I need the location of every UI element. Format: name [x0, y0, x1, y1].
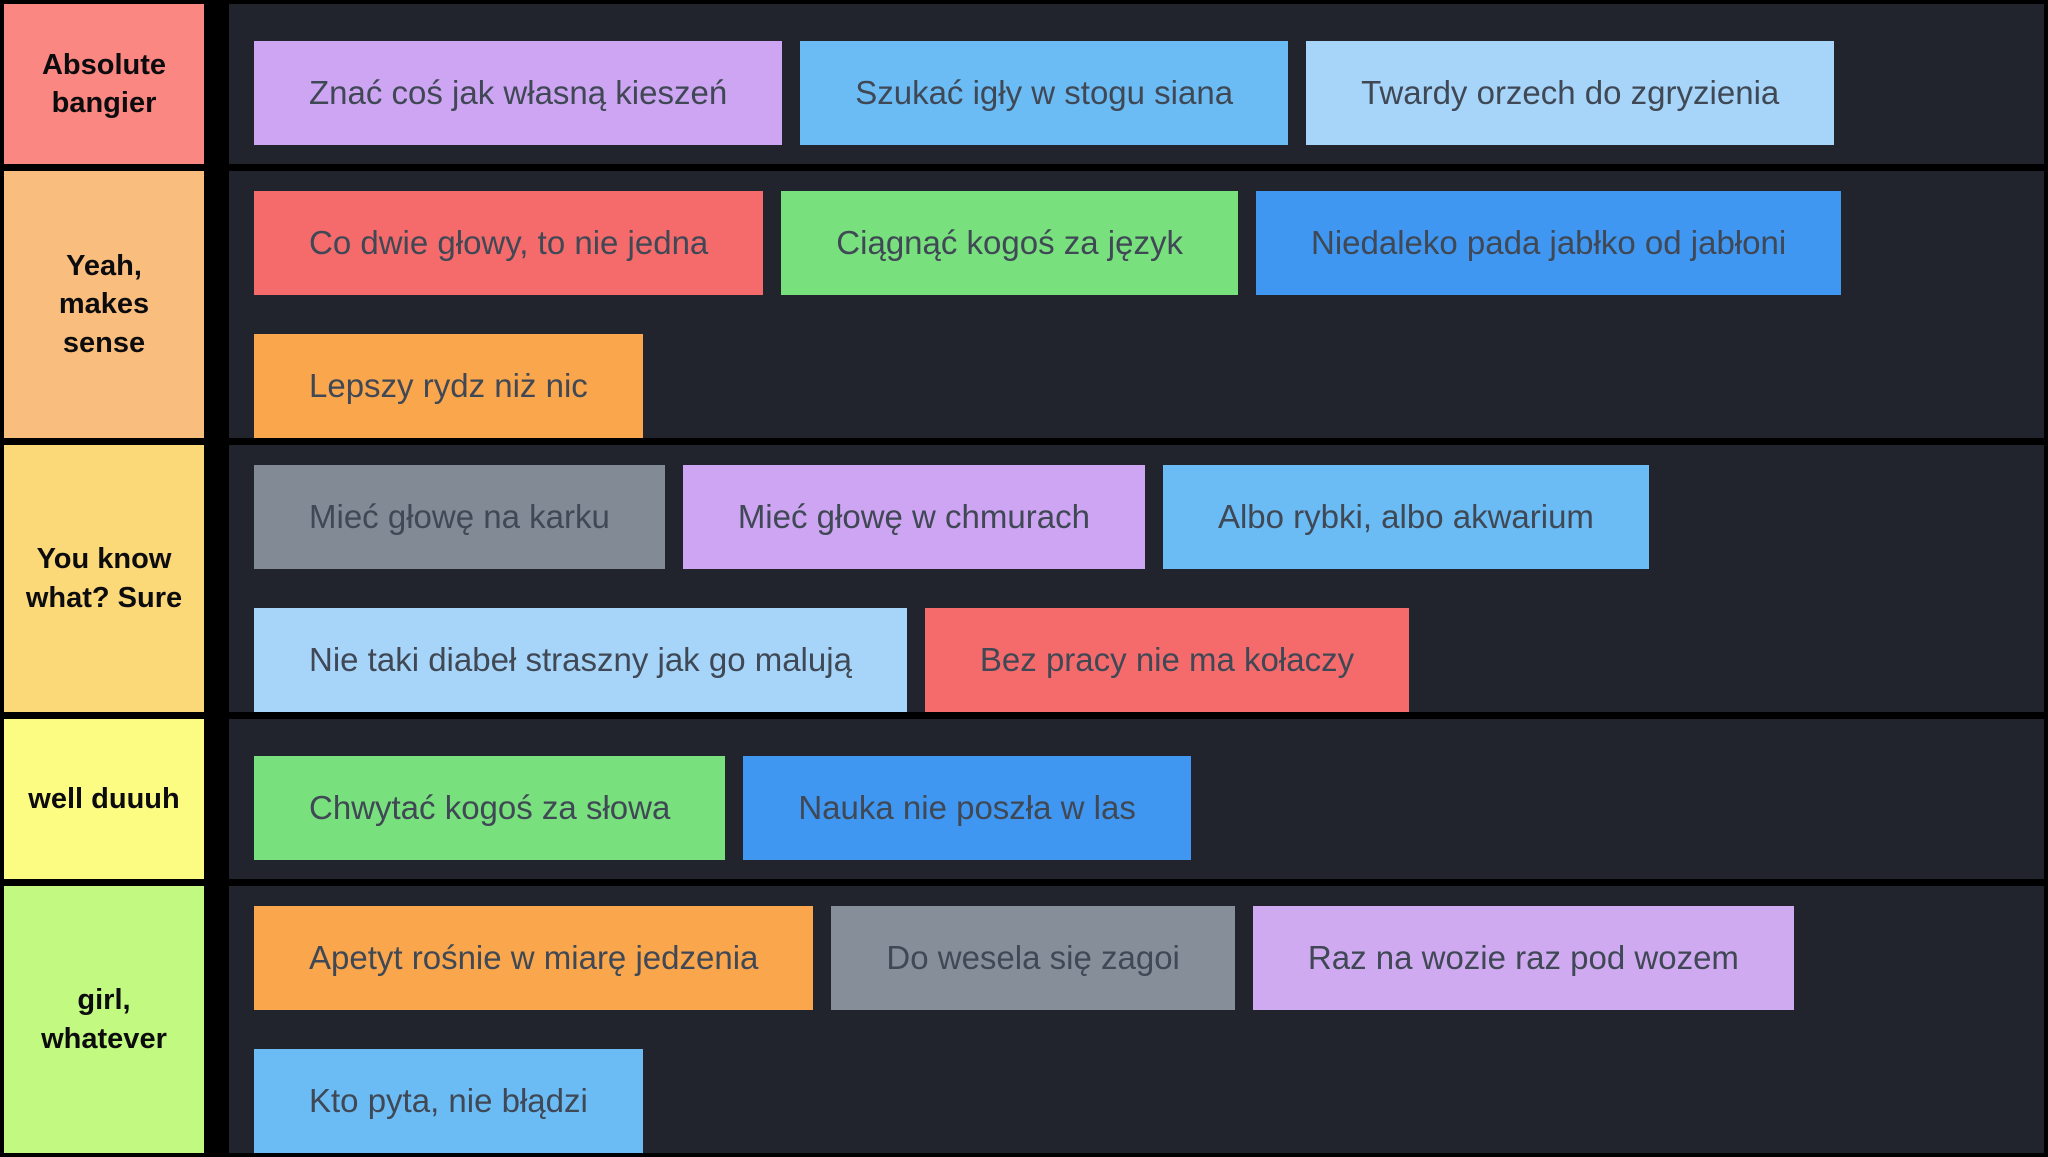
- proverb-card[interactable]: Lepszy rydz niż nic: [254, 334, 643, 438]
- tier-divider: [204, 719, 229, 879]
- proverb-card[interactable]: Znać coś jak własną kieszeń: [254, 41, 783, 145]
- tier-row: Yeah, makes sense Co dwie głowy, to nie …: [4, 171, 2044, 445]
- card-row: Lepszy rydz niż nic: [254, 334, 643, 438]
- proverb-card[interactable]: Co dwie głowy, to nie jedna: [254, 191, 764, 295]
- proverb-card[interactable]: Mieć głowę w chmurach: [682, 465, 1145, 569]
- tier-divider: [204, 171, 229, 438]
- proverb-card[interactable]: Niedaleko pada jabłko od jabłoni: [1255, 191, 1842, 295]
- proverb-card[interactable]: Chwytać kogoś za słowa: [254, 756, 726, 860]
- card-row: Kto pyta, nie błądzi: [254, 1049, 643, 1153]
- tier-label: Yeah, makes sense: [4, 171, 204, 438]
- proverb-card[interactable]: Raz na wozie raz pod wozem: [1252, 906, 1794, 1010]
- proverb-card[interactable]: Ciągnąć kogoś za język: [781, 191, 1238, 295]
- proverb-card[interactable]: Nauka nie poszła w las: [743, 756, 1191, 860]
- proverb-card[interactable]: Mieć głowę na karku: [254, 465, 665, 569]
- tier-label: You know what? Sure: [4, 445, 204, 712]
- proverb-card[interactable]: Do wesela się zagoi: [831, 906, 1235, 1010]
- proverb-card[interactable]: Nie taki diabeł straszny jak go malują: [254, 608, 907, 712]
- tier-divider: [204, 445, 229, 712]
- proverb-card[interactable]: Szukać igły w stogu siana: [800, 41, 1289, 145]
- tier-row: girl, whatever Apetyt rośnie w miarę jed…: [4, 886, 2044, 1153]
- tier-label: Absolute bangier: [4, 4, 204, 164]
- proverb-card[interactable]: Twardy orzech do zgryzienia: [1306, 41, 1835, 145]
- tier-divider: [204, 886, 229, 1153]
- proverb-card[interactable]: Albo rybki, albo akwarium: [1162, 465, 1649, 569]
- proverb-card[interactable]: Bez pracy nie ma kołaczy: [924, 608, 1410, 712]
- tier-row: Absolute bangier Znać coś jak własną kie…: [4, 4, 2044, 171]
- proverb-card[interactable]: Kto pyta, nie błądzi: [254, 1049, 643, 1153]
- tier-divider: [204, 4, 229, 164]
- tier-label: well duuuh: [4, 719, 204, 879]
- tier-label: girl, whatever: [4, 886, 204, 1153]
- proverb-card[interactable]: Apetyt rośnie w miarę jedzenia: [254, 906, 814, 1010]
